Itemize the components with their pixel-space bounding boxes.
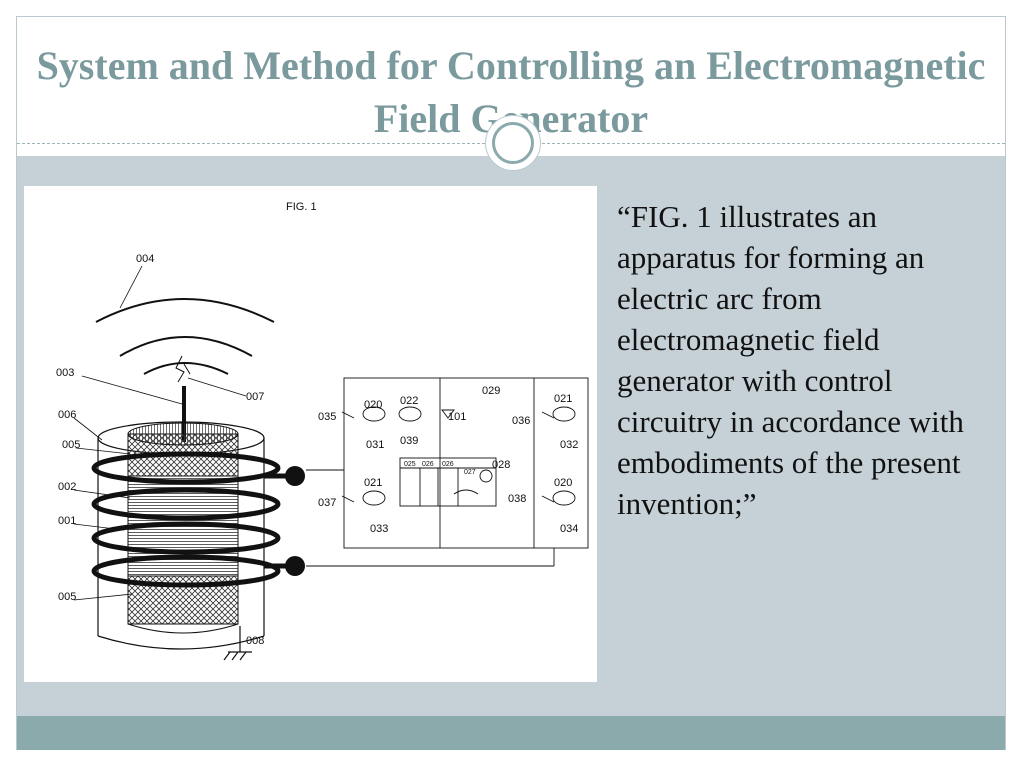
spark-icon xyxy=(175,355,191,383)
terminal-bottom xyxy=(285,556,305,576)
label-029: 029 xyxy=(482,385,500,397)
label-022: 022 xyxy=(400,395,418,407)
label-034: 034 xyxy=(560,523,578,535)
label-028: 028 xyxy=(492,459,510,471)
label-003: 003 xyxy=(56,367,74,379)
label-020-top: 020 xyxy=(364,399,382,411)
coil-windings xyxy=(91,451,294,588)
figure-drawing: FIG. 1 xyxy=(56,201,589,661)
label-026: 026 xyxy=(422,461,434,468)
terminal-top xyxy=(285,466,305,486)
label-008: 008 xyxy=(246,635,264,647)
circle-ornament-inner xyxy=(492,122,534,164)
control-circuit xyxy=(306,377,589,567)
label-032: 032 xyxy=(560,439,578,451)
label-001: 001 xyxy=(58,515,76,527)
label-002: 002 xyxy=(58,481,76,493)
label-026b: 026 xyxy=(442,461,454,468)
label-025: 025 xyxy=(404,461,416,468)
label-004: 004 xyxy=(136,253,154,265)
label-007: 007 xyxy=(246,391,264,403)
label-038: 038 xyxy=(508,493,526,505)
field-waves xyxy=(95,298,275,375)
label-031: 031 xyxy=(366,439,384,451)
label-006: 006 xyxy=(58,409,76,421)
label-033: 033 xyxy=(370,523,388,535)
figure-caption: FIG. 1 xyxy=(286,201,317,213)
label-027: 027 xyxy=(464,469,476,476)
leader-lines xyxy=(73,265,247,601)
label-101: 101 xyxy=(448,411,466,423)
label-037: 037 xyxy=(318,497,336,509)
label-005-upper: 005 xyxy=(62,439,80,451)
slide-title: System and Method for Controlling an Ele… xyxy=(36,43,986,141)
label-021-top: 021 xyxy=(554,393,572,405)
circle-ornament-icon xyxy=(485,115,541,171)
core-bottom xyxy=(127,623,239,634)
label-020-bottom: 020 xyxy=(554,477,572,489)
footer-band xyxy=(17,716,1005,750)
label-035: 035 xyxy=(318,411,336,423)
figure-description-quote: “FIG. 1 illustrates an apparatus for for… xyxy=(617,199,964,521)
label-036: 036 xyxy=(512,415,530,427)
antenna-rod xyxy=(182,386,186,442)
core-top xyxy=(127,422,239,446)
patent-figure: FIG. 1 xyxy=(24,186,597,682)
ground-icon xyxy=(223,626,252,661)
label-039: 039 xyxy=(400,435,418,447)
label-005-lower: 005 xyxy=(58,591,76,603)
label-021-bottom: 021 xyxy=(364,477,382,489)
